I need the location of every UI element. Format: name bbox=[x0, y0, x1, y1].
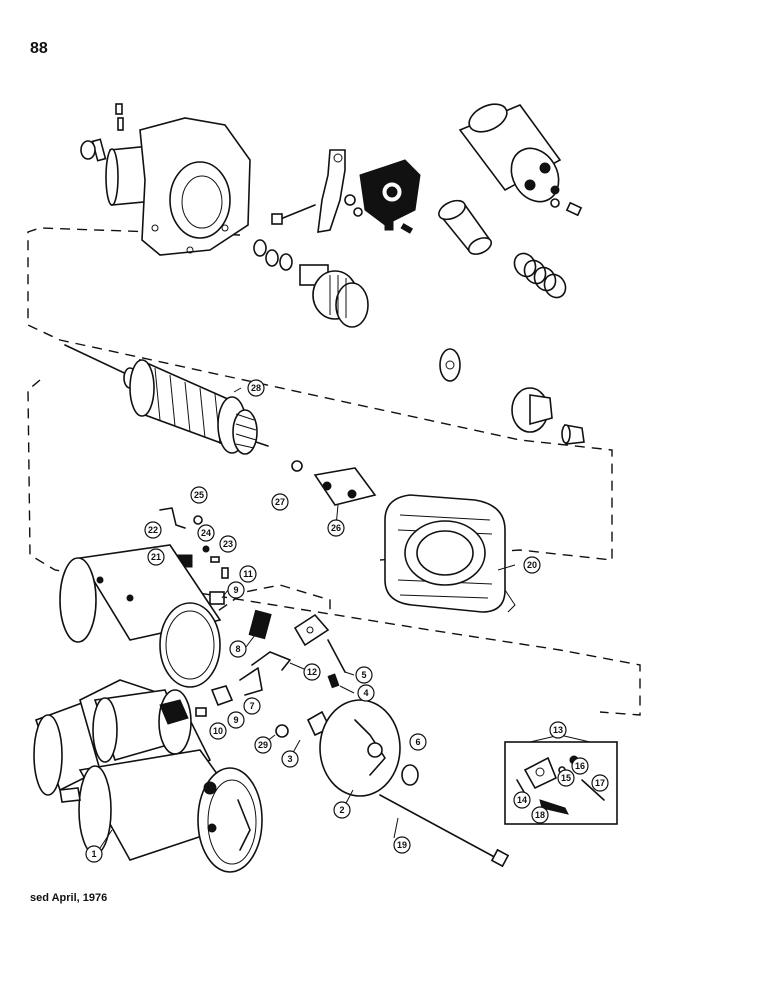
callout-label: 18 bbox=[535, 810, 545, 820]
callout-label: 3 bbox=[287, 754, 292, 764]
callout-25: 25 bbox=[190, 486, 208, 504]
callout-label: 15 bbox=[561, 773, 571, 783]
callout-label: 9 bbox=[233, 585, 238, 595]
callout-label: 22 bbox=[148, 525, 158, 535]
callout-2: 2 bbox=[333, 801, 351, 819]
callout-label: 27 bbox=[275, 497, 285, 507]
callout-24: 24 bbox=[197, 524, 215, 542]
callout-1: 1 bbox=[85, 845, 103, 863]
commutator-end-frame bbox=[319, 699, 419, 797]
page-number: 88 bbox=[30, 40, 48, 57]
callout-label: 17 bbox=[595, 778, 605, 788]
pole-shoe-and-screw bbox=[291, 460, 377, 506]
solenoid bbox=[458, 103, 583, 217]
callout-label: 21 bbox=[151, 552, 161, 562]
callout-label: 12 bbox=[307, 667, 317, 677]
callout-14: 14 bbox=[513, 791, 531, 809]
field-frame-housing bbox=[59, 544, 222, 688]
plunger-and-spring bbox=[438, 199, 567, 299]
callout-5: 5 bbox=[355, 666, 373, 684]
callout-19: 19 bbox=[393, 836, 411, 854]
callout-label: 28 bbox=[251, 383, 261, 393]
callout-label: 2 bbox=[339, 805, 344, 815]
assembly-boundary-brush bbox=[204, 584, 331, 621]
callout-label: 7 bbox=[249, 701, 254, 711]
field-coils bbox=[384, 494, 516, 613]
callout-17: 17 bbox=[591, 774, 609, 792]
callout-label: 14 bbox=[517, 795, 527, 805]
callout-label: 29 bbox=[258, 740, 268, 750]
callout-label: 19 bbox=[397, 840, 407, 850]
thrust-washer-and-collar bbox=[439, 348, 585, 445]
callout-leaders bbox=[97, 387, 516, 852]
callout-29: 29 bbox=[254, 736, 272, 754]
through-bolt bbox=[379, 794, 510, 868]
callout-27: 27 bbox=[271, 493, 289, 511]
footer-revision-note: sed April, 1976 bbox=[30, 892, 108, 904]
callout-3: 3 bbox=[281, 750, 299, 768]
callout-8: 8 bbox=[229, 640, 247, 658]
callout-label: 26 bbox=[331, 523, 341, 533]
callout-21: 21 bbox=[147, 548, 165, 566]
callout-label: 10 bbox=[213, 726, 223, 736]
callout-label: 9 bbox=[233, 715, 238, 725]
callout-label: 6 bbox=[415, 737, 420, 747]
callout-15: 15 bbox=[557, 769, 575, 787]
callout-9-lower: 9 bbox=[227, 711, 245, 729]
callout-7: 7 bbox=[243, 697, 261, 715]
callout-label: 1 bbox=[91, 849, 96, 859]
callout-9-upper: 9 bbox=[227, 581, 245, 599]
callout-26: 26 bbox=[327, 519, 345, 537]
callout-label: 11 bbox=[243, 569, 253, 579]
plunger-plate bbox=[359, 159, 421, 234]
callout-12: 12 bbox=[303, 663, 321, 681]
starter-assembly-complete bbox=[33, 679, 263, 873]
callout-13: 13 bbox=[549, 721, 567, 739]
callout-label: 8 bbox=[235, 644, 240, 654]
callout-11: 11 bbox=[239, 565, 257, 583]
callout-label: 4 bbox=[363, 688, 368, 698]
callout-20: 20 bbox=[523, 556, 541, 574]
assembly-boundary-upper bbox=[27, 227, 613, 561]
callout-23: 23 bbox=[219, 535, 237, 553]
callout-label: 16 bbox=[575, 761, 585, 771]
callout-10: 10 bbox=[209, 722, 227, 740]
shift-lever-assembly bbox=[271, 149, 363, 233]
assembly-boundary-lower bbox=[27, 379, 641, 716]
callout-label: 25 bbox=[194, 490, 204, 500]
callout-28: 28 bbox=[247, 379, 265, 397]
callout-label: 13 bbox=[553, 725, 563, 735]
armature bbox=[64, 344, 269, 455]
callout-label: 24 bbox=[201, 528, 211, 538]
callout-label: 20 bbox=[527, 560, 537, 570]
callout-4: 4 bbox=[357, 684, 375, 702]
callout-label: 5 bbox=[361, 670, 366, 680]
pinion-drive bbox=[253, 239, 369, 328]
callout-label: 23 bbox=[223, 539, 233, 549]
callout-18: 18 bbox=[531, 806, 549, 824]
callout-22: 22 bbox=[144, 521, 162, 539]
brush-components bbox=[195, 609, 346, 738]
callout-6: 6 bbox=[409, 733, 427, 751]
callout-16: 16 bbox=[571, 757, 589, 775]
drive-housing bbox=[80, 103, 251, 256]
